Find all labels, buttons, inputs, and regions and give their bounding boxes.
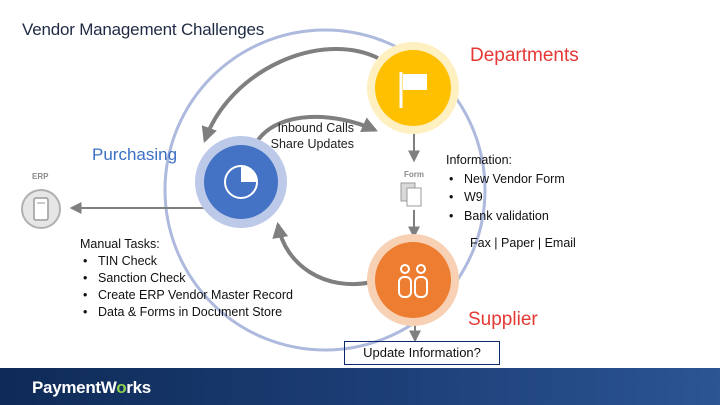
manual-tasks-list: Manual Tasks: TIN Check Sanction Check C… (80, 236, 293, 321)
form-document-icon (400, 182, 422, 207)
departments-label: Departments (470, 45, 579, 66)
footer-bar (0, 368, 720, 405)
inbound-line-1: Inbound Calls (277, 121, 354, 135)
arrow-departments-to-purchasing (201, 47, 379, 144)
flag-icon (399, 72, 427, 108)
logo-accent: o (116, 378, 127, 397)
paymentworks-logo[interactable]: PaymentWorks (32, 378, 151, 398)
information-item: W9 (446, 188, 565, 207)
page-title: Vendor Management Challenges (22, 20, 265, 39)
task-item: Sanction Check (80, 270, 293, 287)
erp-device-icon (21, 189, 61, 229)
information-list: Information: New Vendor Form W9 Bank val… (446, 151, 565, 225)
inbound-calls-note: Inbound Calls Share Updates (270, 120, 354, 152)
task-item: TIN Check (80, 253, 293, 270)
erp-label: ERP (32, 172, 49, 181)
supplier-label: Supplier (468, 309, 538, 330)
arrow-purchasing-to-departments (256, 114, 378, 142)
people-icon (398, 264, 428, 298)
form-label: Form (404, 170, 424, 179)
supplier-node[interactable] (375, 242, 451, 318)
update-information-box: Update Information? (344, 341, 500, 365)
purchasing-label: Purchasing (92, 145, 178, 164)
task-item: Data & Forms in Document Store (80, 304, 293, 321)
arrow-supplier-to-purchasing (272, 221, 373, 287)
information-item: New Vendor Form (446, 170, 565, 189)
logo-main: PaymentW (32, 378, 117, 397)
channels-text: Fax | Paper | Email (470, 236, 576, 250)
logo-end: rks (126, 378, 151, 397)
information-heading: Information: (446, 153, 513, 167)
inbound-line-2: Share Updates (270, 137, 354, 151)
task-item: Create ERP Vendor Master Record (80, 287, 293, 304)
pie-chart-icon (224, 165, 258, 199)
tasks-heading: Manual Tasks: (80, 237, 160, 251)
information-item: Bank validation (446, 207, 565, 226)
